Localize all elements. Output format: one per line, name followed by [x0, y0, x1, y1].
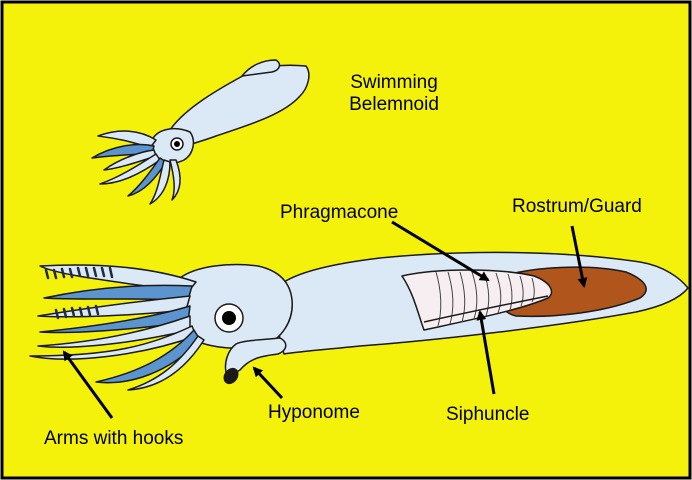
- swimming-belemnoid-label: Swimming Belemnoid: [334, 72, 454, 116]
- phragmacone-label: Phragmacone: [280, 202, 398, 224]
- siphuncle-label: Siphuncle: [446, 404, 529, 426]
- small-pupil: [174, 141, 180, 147]
- hyponome-label: Hyponome: [268, 402, 360, 424]
- arms-with-hooks-label: Arms with hooks: [44, 428, 183, 450]
- pupil: [222, 311, 236, 325]
- swimming-label-line2: Belemnoid: [334, 94, 454, 116]
- rostrum-guard-label: Rostrum/Guard: [512, 196, 642, 218]
- swimming-label-line1: Swimming: [334, 72, 454, 94]
